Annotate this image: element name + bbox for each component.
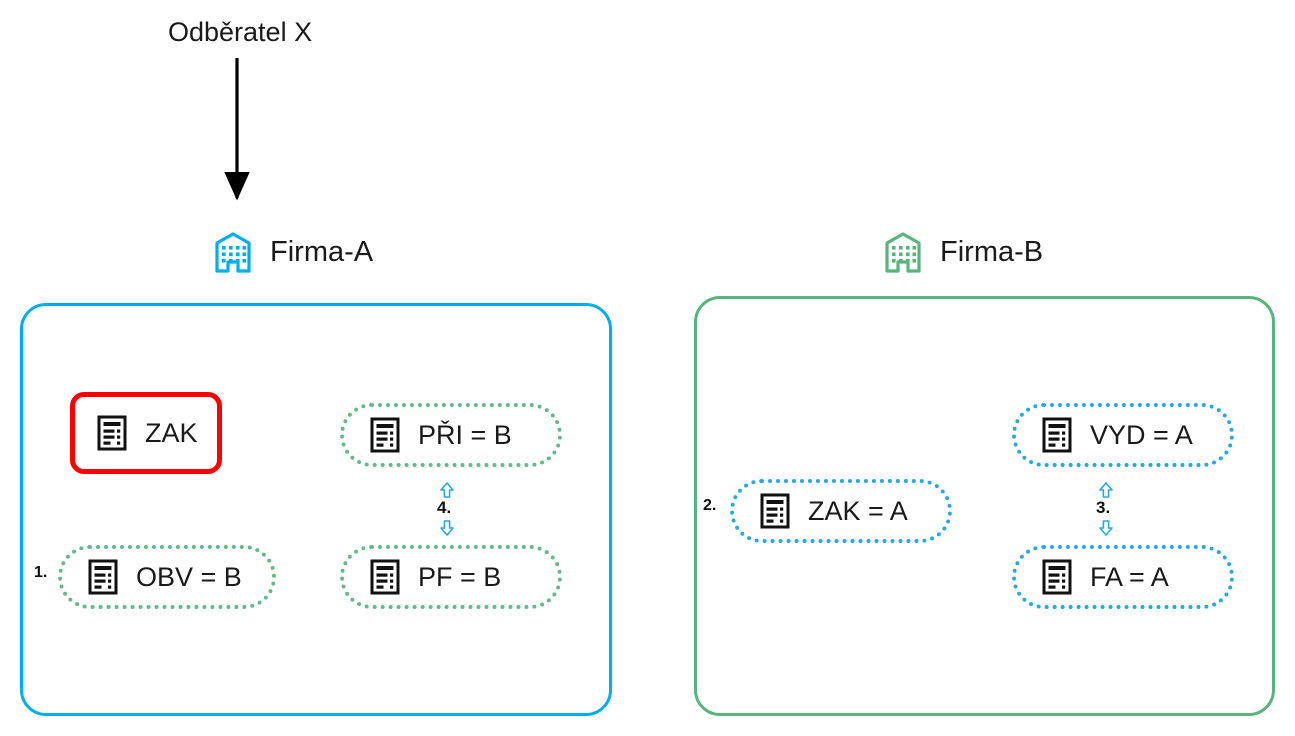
document-icon [1042, 417, 1072, 453]
document-icon [370, 417, 400, 453]
company-name-firma-b: Firma-B [940, 236, 1044, 268]
node-label-pri-b: PŘI = B [418, 420, 512, 450]
document-icon [88, 559, 118, 595]
document-icon [370, 559, 400, 595]
node-fa-a[interactable]: FA = A [1012, 545, 1234, 609]
arrow-up-icon-vyd-fa [1096, 481, 1116, 499]
company-header-firma-b: Firma-B [880, 229, 1043, 275]
company-container-firma-a [20, 303, 612, 716]
step-label-3: 3. [1096, 498, 1111, 517]
company-name-firma-a: Firma-A [270, 236, 374, 268]
building-icon [880, 229, 926, 275]
arrow-down-icon-pri-pf [437, 519, 457, 537]
step-label-2: 2. [703, 497, 717, 514]
node-zak-a[interactable]: ZAK [70, 392, 222, 474]
node-obv-b[interactable]: OBV = B [58, 545, 276, 609]
node-label-fa-a: FA = A [1090, 562, 1169, 592]
node-label-obv-b: OBV = B [136, 562, 242, 592]
building-icon [210, 229, 256, 275]
node-pri-b[interactable]: PŘI = B [340, 403, 562, 467]
page-title: Odběratel X [168, 17, 313, 47]
arrow-up-icon-pri-pf [437, 481, 457, 499]
node-pf-b[interactable]: PF = B [340, 545, 562, 609]
node-label-zak-a: ZAK [145, 418, 198, 448]
step-label-4: 4. [437, 498, 452, 517]
node-zak-b[interactable]: ZAK = A [730, 479, 952, 543]
node-vyd-a[interactable]: VYD = A [1012, 403, 1234, 467]
node-label-zak-b: ZAK = A [808, 496, 908, 526]
arrow-down-icon-vyd-fa [1096, 519, 1116, 537]
node-label-pf-b: PF = B [418, 562, 502, 592]
node-label-vyd-a: VYD = A [1090, 420, 1193, 450]
company-header-firma-a: Firma-A [210, 229, 373, 275]
step-label-1: 1. [34, 564, 48, 581]
document-icon [1042, 559, 1072, 595]
document-icon [97, 415, 127, 451]
document-icon [760, 493, 790, 529]
